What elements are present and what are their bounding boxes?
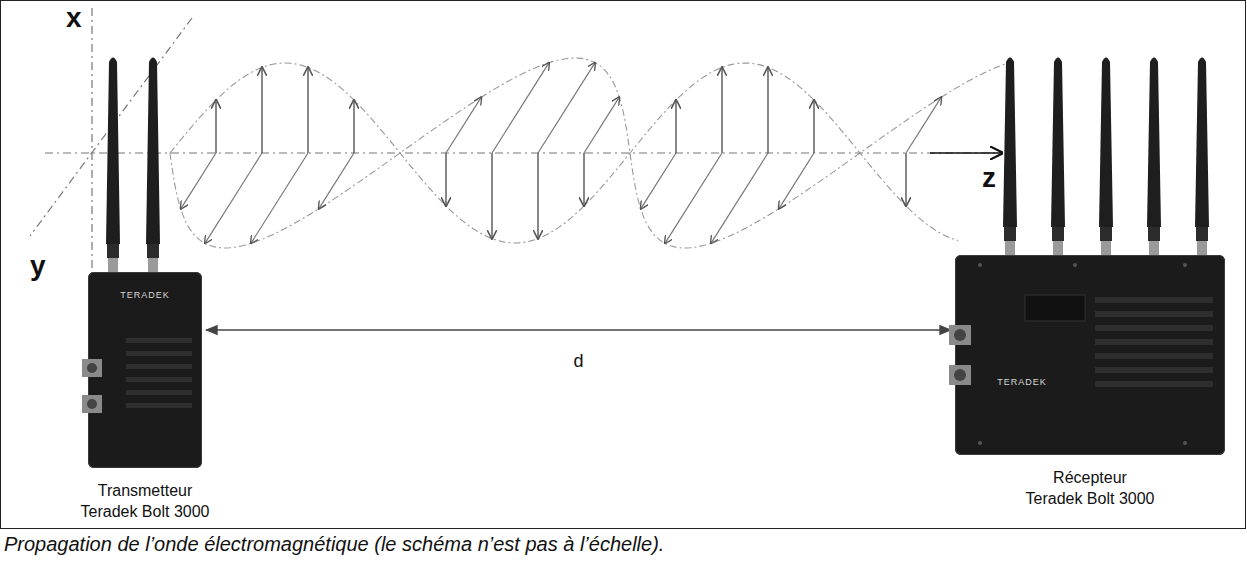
bnc-hole xyxy=(87,363,97,373)
b-vector xyxy=(779,153,814,209)
b-envelope xyxy=(170,58,1016,248)
grille-slot xyxy=(126,403,192,408)
device-detail xyxy=(88,272,202,468)
b-vector xyxy=(641,153,676,209)
e-vector xyxy=(215,100,216,153)
grille-slot xyxy=(126,351,192,356)
em-wave xyxy=(170,58,1016,248)
b-vector xyxy=(711,153,768,243)
grille-slot xyxy=(1095,339,1213,345)
bnc-hole xyxy=(87,399,97,409)
screw xyxy=(1183,263,1187,267)
brand-logo: TERADEK xyxy=(88,290,202,300)
bnc-connector xyxy=(949,325,971,345)
b-vector xyxy=(906,97,941,153)
e-vector xyxy=(445,153,446,206)
antenna xyxy=(1099,58,1113,228)
antenna xyxy=(1003,58,1017,228)
axis-label: x xyxy=(66,4,82,32)
e-vector xyxy=(675,100,676,153)
e-vector xyxy=(813,100,814,153)
device-label: Transmetteur Teradek Bolt 3000 xyxy=(79,480,212,522)
b-vector xyxy=(319,153,354,209)
antenna xyxy=(1195,58,1209,228)
screw xyxy=(1183,441,1187,445)
bnc-connector xyxy=(949,365,971,385)
grille-slot xyxy=(126,338,192,343)
e-vector xyxy=(905,153,906,206)
antenna-joint xyxy=(1052,227,1064,241)
b-vector xyxy=(492,63,549,153)
bnc-hole xyxy=(954,369,966,381)
grille-slot xyxy=(1095,311,1213,317)
panel xyxy=(1025,295,1085,321)
antenna-joint xyxy=(107,244,119,258)
grille-slot xyxy=(126,364,192,369)
axis-label: y xyxy=(30,252,46,280)
e-envelope xyxy=(170,63,958,243)
e-vector xyxy=(307,67,308,153)
b-vector xyxy=(251,153,308,243)
x-axis xyxy=(91,8,92,292)
device-box: TERADEKTransmetteur Teradek Bolt 3000 xyxy=(88,272,202,468)
grille-slot xyxy=(1095,367,1213,373)
antenna xyxy=(146,58,160,245)
e-vector xyxy=(491,153,492,239)
e-vector xyxy=(261,67,262,153)
brand-logo: TERADEK xyxy=(977,377,1067,387)
antenna xyxy=(1147,58,1161,228)
device-label: Récepteur Teradek Bolt 3000 xyxy=(1024,467,1157,509)
b-vector xyxy=(181,153,216,209)
antenna-joint xyxy=(1196,227,1208,241)
screw xyxy=(978,441,982,445)
figure-caption: Propagation de l’onde électromagnétique … xyxy=(4,533,664,556)
antenna xyxy=(1051,58,1065,228)
grille-slot xyxy=(126,390,192,395)
device-box: TERADEKRécepteur Teradek Bolt 3000 xyxy=(955,255,1225,455)
e-vector xyxy=(767,67,768,153)
bnc-connector xyxy=(82,395,102,413)
b-vector xyxy=(538,63,595,153)
e-vector xyxy=(721,67,722,153)
z-axis xyxy=(45,152,1002,153)
antenna xyxy=(106,58,120,245)
e-vector xyxy=(537,153,538,239)
b-vector xyxy=(665,153,722,243)
grille-slot xyxy=(1095,325,1213,331)
bnc-connector xyxy=(82,359,102,377)
bnc-hole xyxy=(954,329,966,341)
screw xyxy=(1073,263,1077,267)
z-arrow xyxy=(930,152,1002,154)
grille-slot xyxy=(126,377,192,382)
b-vector xyxy=(205,153,262,243)
distance-label: d xyxy=(570,352,586,372)
device-detail xyxy=(955,255,1225,455)
b-vector xyxy=(446,97,481,153)
grille-slot xyxy=(1095,297,1213,303)
axis-label: z xyxy=(982,164,996,192)
distance-arrow xyxy=(206,329,951,330)
antenna-joint xyxy=(147,244,159,258)
antennas xyxy=(106,58,1209,275)
antenna-joint xyxy=(1100,227,1112,241)
antenna-joint xyxy=(1004,227,1016,241)
e-vector xyxy=(353,100,354,153)
screw xyxy=(978,263,982,267)
e-vector xyxy=(583,153,584,206)
antenna-joint xyxy=(1148,227,1160,241)
grille-slot xyxy=(1095,353,1213,359)
grille-slot xyxy=(1095,381,1213,387)
b-vector xyxy=(584,97,619,153)
